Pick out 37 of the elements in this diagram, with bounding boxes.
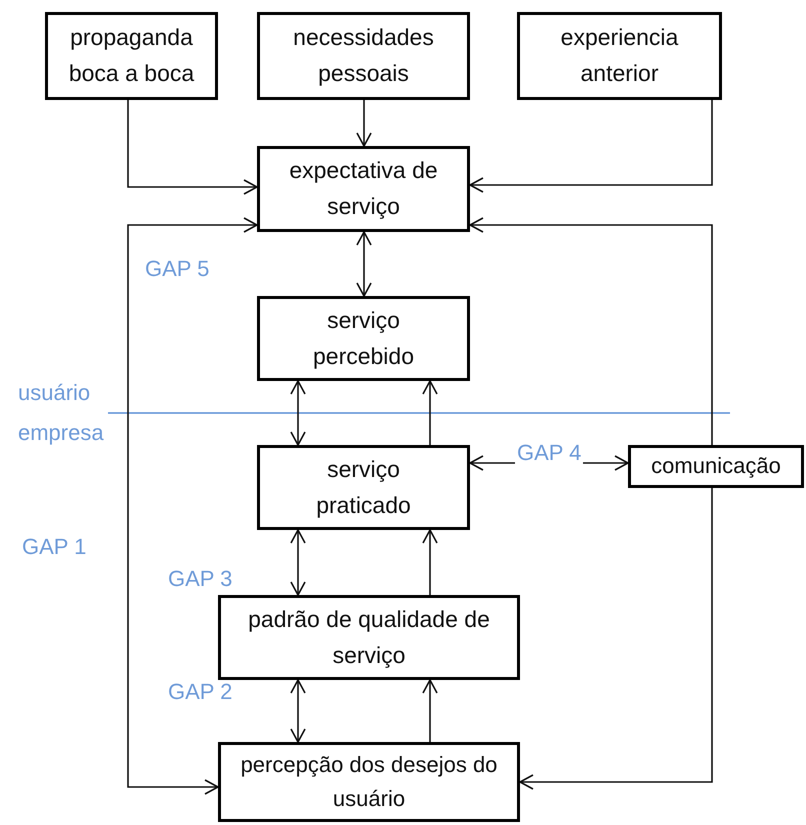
gap-label: GAP 5 bbox=[145, 256, 210, 282]
gap-label: GAP 2 bbox=[168, 679, 232, 705]
arrow bbox=[127, 217, 258, 795]
arrow bbox=[127, 100, 258, 195]
arrow bbox=[422, 679, 438, 742]
gap-label: empresa bbox=[18, 420, 104, 446]
process-box bbox=[628, 445, 804, 488]
gap-label: usuário bbox=[18, 380, 90, 406]
arrow bbox=[469, 217, 713, 445]
box-label: percepção dos desejos do usuário bbox=[240, 750, 498, 813]
arrow bbox=[422, 380, 438, 445]
process-box bbox=[218, 742, 520, 822]
arrow bbox=[519, 488, 713, 790]
box-label: serviço praticado bbox=[315, 454, 412, 520]
arrow bbox=[356, 231, 372, 297]
process-box bbox=[517, 12, 722, 100]
box-label: experiencia anterior bbox=[560, 23, 680, 88]
box-label: serviço percebido bbox=[312, 306, 416, 371]
box-label: padrão de qualidade de serviço bbox=[247, 604, 491, 670]
arrow bbox=[290, 529, 306, 596]
box-label: expectativa de serviço bbox=[288, 156, 438, 221]
arrow bbox=[290, 679, 306, 743]
gap-label: GAP 3 bbox=[168, 566, 232, 592]
process-box bbox=[257, 445, 470, 530]
arrow bbox=[290, 380, 306, 446]
process-box bbox=[45, 12, 218, 100]
arrow bbox=[356, 100, 372, 147]
arrow bbox=[469, 100, 713, 193]
box-label: propaganda boca a boca bbox=[68, 23, 196, 88]
box-label: necessidades pessoais bbox=[292, 23, 435, 88]
process-box bbox=[257, 296, 470, 381]
box-label: comunicação bbox=[651, 452, 781, 480]
process-box bbox=[218, 595, 520, 680]
process-box bbox=[257, 146, 470, 232]
gap-label: GAP 1 bbox=[22, 534, 86, 560]
arrow bbox=[422, 529, 438, 595]
process-box bbox=[257, 12, 470, 100]
